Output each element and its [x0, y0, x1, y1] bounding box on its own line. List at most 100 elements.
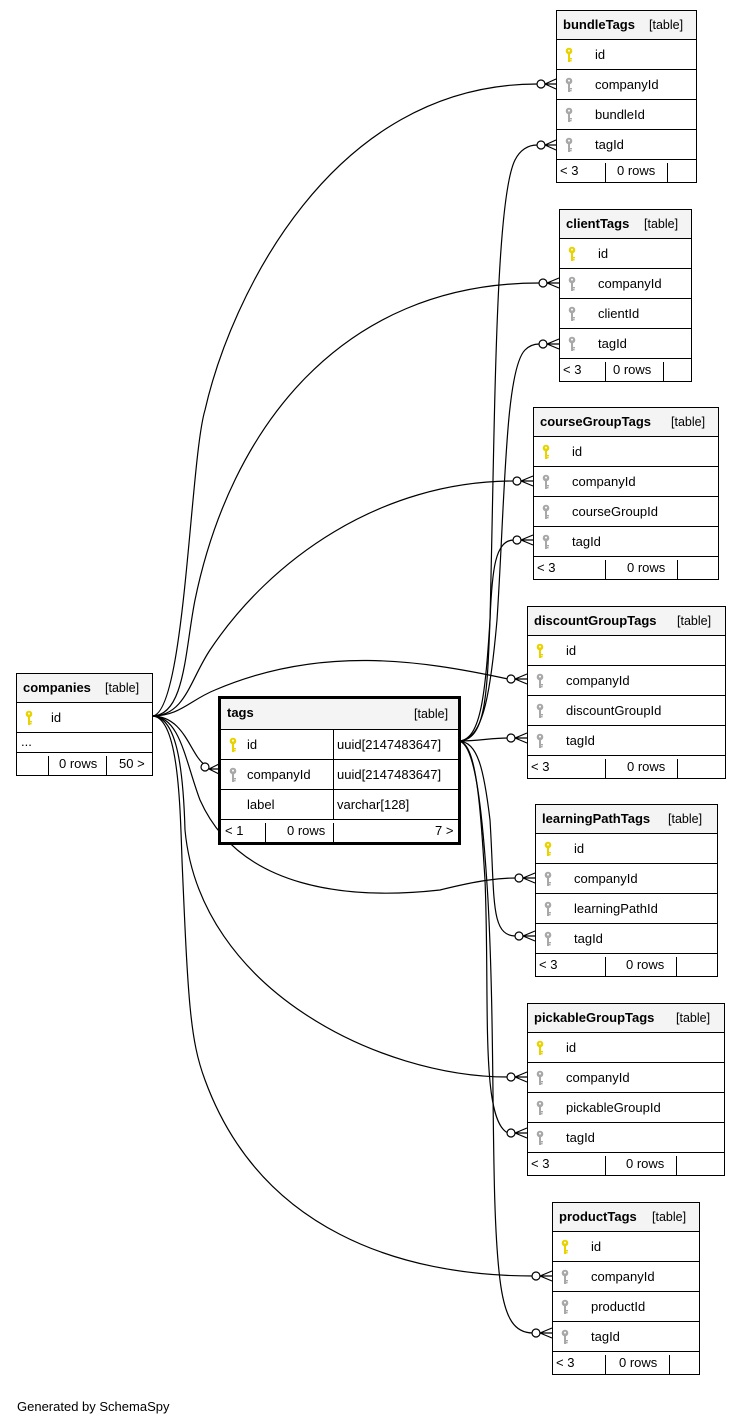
column-row[interactable]: companyId	[528, 1063, 724, 1093]
column-name: id	[595, 47, 606, 62]
column-row[interactable]: label varchar[128]	[221, 790, 458, 820]
edge-end-circle	[538, 278, 548, 288]
column-row[interactable]: id	[536, 834, 717, 864]
column-row[interactable]: companyId	[560, 269, 691, 299]
crowfoot	[522, 930, 536, 942]
column-name: id	[51, 710, 62, 725]
edge-end-circle	[531, 1271, 541, 1281]
table-footer: 0 rows 50 >	[17, 753, 152, 775]
column-row[interactable]: companyId	[557, 70, 696, 100]
column-row[interactable]: id	[534, 437, 718, 467]
column-row[interactable]: companyId	[553, 1262, 699, 1292]
edge-tags-bundleTags	[457, 144, 538, 742]
column-name: tagId	[566, 733, 595, 748]
column-row: ...	[17, 733, 152, 753]
column-name: label	[247, 797, 275, 812]
table-tags[interactable]: tags [table] id uuid[2147483647] company…	[218, 696, 461, 845]
column-row[interactable]: discountGroupId	[528, 696, 725, 726]
crowfoot	[546, 277, 560, 289]
column-row[interactable]: companyId uuid[2147483647]	[221, 760, 458, 790]
foreign-key-icon	[540, 474, 552, 490]
table-footer: < 3 0 rows	[528, 756, 725, 778]
column-type: varchar[128]	[337, 797, 410, 812]
column-row[interactable]: learningPathId	[536, 894, 717, 924]
column-row[interactable]: clientId	[560, 299, 691, 329]
edge-end-circle	[506, 733, 516, 743]
column-row[interactable]: tagId	[534, 527, 718, 557]
column-row[interactable]: id	[557, 40, 696, 70]
column-row[interactable]: tagId	[528, 1123, 724, 1153]
primary-key-icon	[542, 841, 554, 857]
column-row[interactable]: tagId	[536, 924, 717, 954]
table-name: tags	[227, 705, 254, 720]
table-header: productTags[table]	[553, 1203, 699, 1232]
foreign-key-icon	[534, 1070, 546, 1086]
column-name: id	[566, 643, 577, 658]
crowfoot	[514, 732, 528, 744]
crowfoot	[520, 475, 534, 487]
column-name: productId	[591, 1299, 646, 1314]
column-row[interactable]: productId	[553, 1292, 699, 1322]
foreign-key-icon	[534, 703, 546, 719]
column-row[interactable]: tagId	[560, 329, 691, 359]
column-row[interactable]: tagId	[557, 130, 696, 160]
column-row[interactable]: id uuid[2147483647]	[221, 730, 458, 760]
column-name: companyId	[566, 1070, 630, 1085]
column-name: id	[598, 246, 609, 261]
row-count: 0 rows	[626, 957, 665, 972]
crowfoot	[514, 673, 528, 685]
primary-key-icon	[559, 1239, 571, 1255]
column-row[interactable]: id	[560, 239, 691, 269]
table-type: [table]	[105, 681, 140, 695]
edge-end-circle	[506, 674, 516, 684]
column-row[interactable]: tagId	[528, 726, 725, 756]
primary-key-icon	[563, 47, 575, 63]
column-row[interactable]: id	[17, 703, 152, 733]
table-header: pickableGroupTags[table]	[528, 1004, 724, 1033]
table-name: pickableGroupTags	[534, 1010, 655, 1025]
edge-tags-courseGroupTags	[457, 539, 515, 742]
column-row[interactable]: id	[528, 1033, 724, 1063]
parents-count: < 1	[225, 823, 244, 838]
primary-key-icon	[534, 643, 546, 659]
column-row[interactable]: id	[553, 1232, 699, 1262]
primary-key-icon	[23, 710, 35, 726]
primary-key-icon	[534, 1040, 546, 1056]
generated-by-note: Generated by SchemaSpy	[17, 1399, 170, 1414]
edge-tags-discountGroupTags	[457, 737, 509, 742]
column-name: tagId	[566, 1130, 595, 1145]
column-row[interactable]: tagId	[553, 1322, 699, 1352]
column-row[interactable]: pickableGroupId	[528, 1093, 724, 1123]
column-type: uuid[2147483647]	[337, 737, 442, 752]
column-row[interactable]: companyId	[534, 467, 718, 497]
table-name: clientTags	[566, 216, 630, 231]
table-type: [table]	[644, 217, 679, 231]
column-row[interactable]: bundleId	[557, 100, 696, 130]
foreign-key-icon	[534, 673, 546, 689]
column-name: tagId	[595, 137, 624, 152]
column-row[interactable]: courseGroupId	[534, 497, 718, 527]
column-row[interactable]: companyId	[528, 666, 725, 696]
primary-key-icon	[540, 444, 552, 460]
column-row[interactable]: id	[528, 636, 725, 666]
parents-count: < 3	[539, 957, 558, 972]
foreign-key-icon	[227, 767, 239, 783]
crowfoot	[546, 338, 560, 350]
column-name: learningPathId	[574, 901, 658, 916]
table-name: companies	[23, 680, 91, 695]
column-name: tagId	[591, 1329, 620, 1344]
row-count: 0 rows	[627, 759, 666, 774]
table-companies[interactable]: companies [table] id ... 0 rows 50 >	[16, 673, 153, 776]
parents-count: < 3	[531, 759, 550, 774]
table-pickableGroupTags[interactable]: pickableGroupTags[table]id companyId picka…	[527, 1003, 725, 1176]
column-row[interactable]: companyId	[536, 864, 717, 894]
